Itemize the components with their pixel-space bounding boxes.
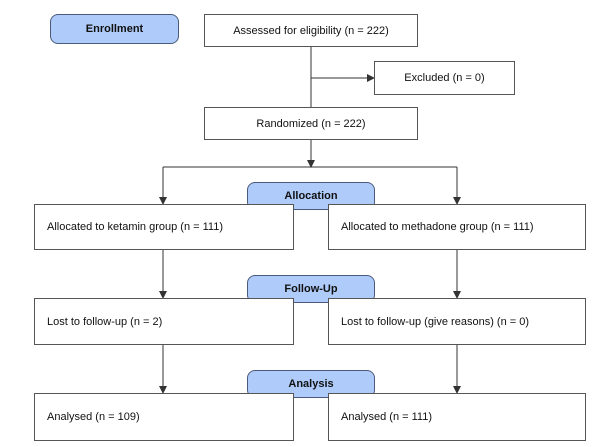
lost-followup-left-box: Lost to follow-up (n = 2) xyxy=(34,298,294,345)
allocated-methadone-box: Allocated to methadone group (n = 111) xyxy=(328,204,586,250)
analysed-right-box: Analysed (n = 111) xyxy=(328,393,586,441)
randomized-box: Randomized (n = 222) xyxy=(204,107,418,140)
analysed-left-box: Analysed (n = 109) xyxy=(34,393,294,441)
lost-followup-right-box: Lost to follow-up (give reasons) (n = 0) xyxy=(328,298,586,345)
excluded-box: Excluded (n = 0) xyxy=(374,61,515,95)
assessed-box: Assessed for eligibility (n = 222) xyxy=(204,14,418,47)
stage-enrollment: Enrollment xyxy=(50,14,179,44)
allocated-ketamin-box: Allocated to ketamin group (n = 111) xyxy=(34,204,294,250)
